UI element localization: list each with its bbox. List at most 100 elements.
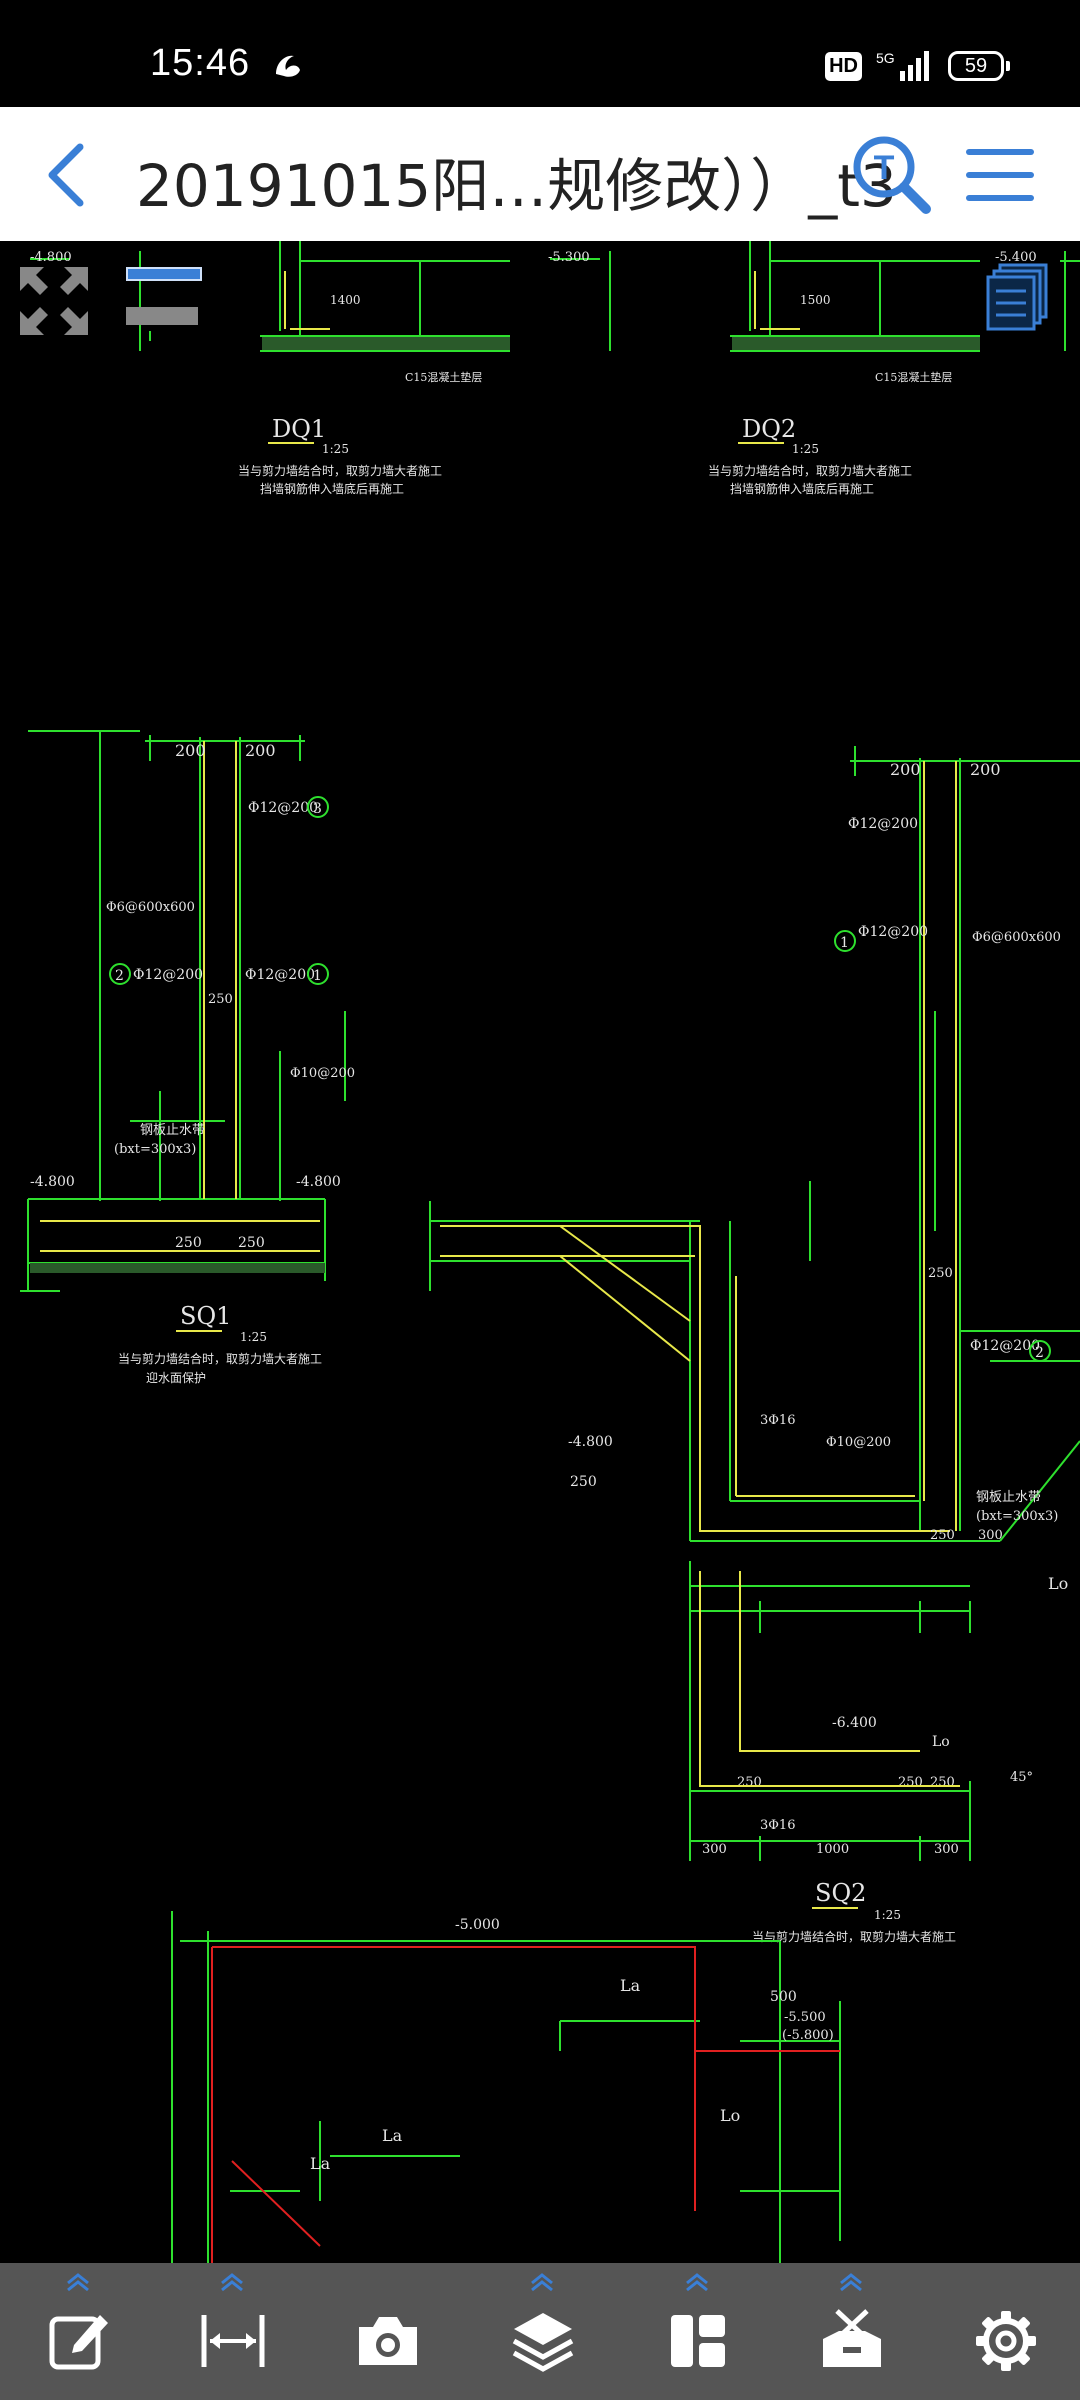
top-toolbar: 20191015阳…规修改））_t3 T (0, 107, 1080, 241)
sq2-angle: 45° (1010, 1770, 1033, 1785)
dq2-elev-right: -5.400 (995, 250, 1037, 265)
sq2-mark-1: 1 (840, 935, 849, 951)
sq2-dim-300-rb: 300 (934, 1842, 959, 1857)
bottom-lo: Lo (720, 2106, 740, 2125)
sq2-dim-200-r: 200 (970, 760, 1001, 779)
edit-icon (49, 2315, 108, 2370)
sq2-dim-300-r: 300 (978, 1528, 1003, 1543)
sq2-base-250-r: 250 (898, 1775, 923, 1790)
signal-icon: 5G (876, 50, 929, 81)
dq1-scale: 1:25 (322, 442, 349, 456)
battery-indicator: 59 (948, 51, 1010, 81)
expand-up-icon (67, 2273, 89, 2292)
sq2-waterstop-dim: (bxt=300x3) (976, 1509, 1058, 1524)
toolbox-icon (823, 2309, 881, 2367)
sq2-dim-300-l: 300 (702, 1842, 727, 1857)
sq1-note1: 当与剪力墙结合时，取剪力墙大者施工 (118, 1351, 322, 1366)
sq2-dim-200-l: 200 (890, 760, 921, 779)
network-label: 5G (876, 50, 895, 66)
expand-up-icon (686, 2273, 708, 2292)
layers-tool[interactable] (482, 2263, 602, 2400)
sq1-rebar-10: Φ10@200 (290, 1066, 355, 1081)
bottom-elev-5800: (-5.800) (782, 2028, 834, 2043)
sq1-rebar-left: Φ12@200 (133, 967, 203, 983)
cad-drawing: -4.800 -5.300 -5.400 1400 1500 C15混凝土垫层 … (20, 241, 1080, 2263)
fullscreen-icon[interactable] (14, 261, 94, 341)
sq1-mark-3: 3 (313, 801, 322, 817)
measure-tool[interactable] (172, 2263, 292, 2400)
battery-level: 59 (948, 51, 1004, 81)
bottom-la-diag: La (310, 2154, 331, 2173)
measure-icon (201, 2315, 265, 2367)
dq1-note1: 当与剪力墙结合时，取剪力墙大者施工 (238, 463, 442, 478)
dq2-note2: 挡墙钢筋伸入墙底后再施工 (730, 481, 874, 496)
sq2-rebar-6: Φ6@600x600 (972, 930, 1061, 945)
settings-tool[interactable] (945, 2263, 1065, 2400)
sq1-waterstop: 钢板止水带 (140, 1123, 205, 1138)
sq1-dim-200-l: 200 (175, 741, 206, 760)
bottom-elev-5500: -5.500 (784, 2010, 826, 2025)
sq1-elev-right: -4.800 (296, 1174, 341, 1190)
dq1-c15: C15混凝土垫层 (405, 370, 482, 384)
sq1-rebar-top: Φ12@200 (248, 800, 318, 816)
dq1-note2: 挡墙钢筋伸入墙底后再施工 (260, 481, 404, 496)
layers-icon (512, 2313, 574, 2372)
dq2-scale: 1:25 (792, 442, 819, 456)
uc-browser-icon (276, 55, 300, 77)
sq2-rebar-right: Φ12@200 (970, 1338, 1040, 1354)
sq2-waterstop: 钢板止水带 (976, 1490, 1041, 1505)
status-bar: 15:46 HD 5G 59 (0, 0, 1080, 107)
sq1-note2: 迎水面保护 (146, 1371, 206, 1385)
sq2-base-250-rr: 250 (930, 1775, 955, 1790)
sq1-base-250-l: 250 (175, 1235, 202, 1251)
sq2-scale: 1:25 (874, 1908, 901, 1922)
bottom-toolbar (0, 2263, 1080, 2400)
sq2-rebar-316-top: 3Φ16 (760, 1413, 795, 1428)
sq1-base-250-r: 250 (238, 1235, 265, 1251)
dq2-title: DQ2 (742, 415, 796, 443)
drawing-canvas[interactable]: -4.800 -5.300 -5.400 1400 1500 C15混凝土垫层 … (0, 241, 1080, 2263)
dq1-dim-1400: 1400 (330, 293, 361, 307)
document-title: 20191015阳…规修改））_t3 (136, 152, 897, 220)
sq2-lo: Lo (932, 1734, 950, 1750)
sq1-dim-200-r: 200 (245, 741, 276, 760)
layout-tool[interactable] (637, 2263, 757, 2400)
sq2-rebar-10: Φ10@200 (826, 1435, 891, 1450)
pages-icon[interactable] (980, 259, 1056, 335)
sq1-waterstop-dim: (bxt=300x3) (114, 1142, 196, 1157)
expand-up-icon (221, 2273, 243, 2292)
sq2-rebar-top: Φ12@200 (848, 816, 918, 832)
sq2-rebar-left: Φ12@200 (858, 924, 928, 940)
annotate-tool[interactable] (18, 2263, 138, 2400)
back-chevron-icon[interactable] (30, 135, 110, 215)
dq2-c15: C15混凝土垫层 (875, 370, 952, 384)
expand-up-icon (840, 2273, 862, 2292)
gear-icon (976, 2311, 1036, 2371)
status-indicators: HD 5G 59 (825, 48, 1010, 84)
sq2-dim-250-r: 250 (930, 1528, 955, 1543)
dq2-dim-1500: 1500 (800, 293, 831, 307)
status-time: 15:46 (150, 42, 251, 84)
dq2-elev: -5.300 (548, 250, 590, 265)
sq2-note1: 当与剪力墙结合时，取剪力墙大者施工 (752, 1929, 956, 1944)
sq1-mark-1: 1 (313, 968, 322, 984)
zoom-indicator (126, 267, 202, 281)
sq2-base-250: 250 (737, 1775, 762, 1790)
bottom-dim-500: 500 (770, 1989, 797, 2005)
sq2-dim-250-left: 250 (570, 1474, 597, 1490)
sq1-elev-left: -4.800 (30, 1174, 75, 1190)
sq1-mark-2: 2 (115, 968, 124, 984)
layout-icon (671, 2315, 725, 2367)
screenshot-tool[interactable] (327, 2263, 447, 2400)
text-search-icon[interactable]: T (848, 131, 934, 217)
hd-badge: HD (825, 51, 862, 81)
sq1-rebar-right: Φ12@200 (245, 967, 315, 983)
toolbox-tool[interactable] (791, 2263, 911, 2400)
sq2-elev-4800: -4.800 (568, 1434, 613, 1450)
sq2-dim-250-mid: 250 (928, 1266, 953, 1281)
sq2-rebar-316: 3Φ16 (760, 1818, 795, 1833)
hamburger-menu-icon[interactable] (960, 137, 1040, 213)
dq1-title: DQ1 (272, 415, 326, 443)
sq1-dim-250: 250 (208, 992, 233, 1007)
sq2-elev-6400: -6.400 (832, 1715, 877, 1731)
